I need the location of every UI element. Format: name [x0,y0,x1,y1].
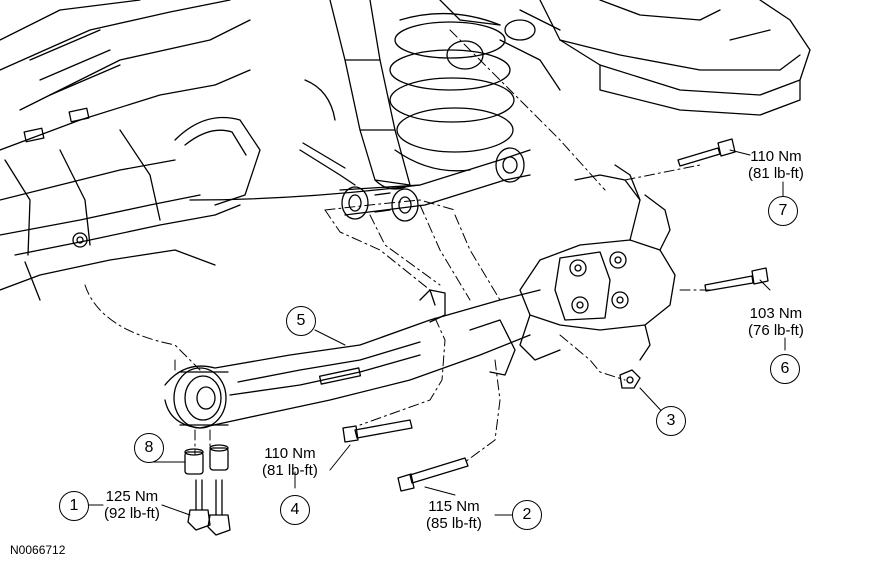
leader-dashed-lines [84,29,711,463]
knuckle-assembly [519,164,676,361]
torque-nm: 125 Nm [105,488,159,505]
callout-6: 6 [770,354,800,384]
bolt-7-icon [677,138,736,167]
torque-label-2: 115 Nm (85 lb-ft) [426,498,482,532]
nut-3-icon [619,369,641,389]
callout-1: 1 [59,491,89,521]
torque-nm: 110 Nm [750,148,802,165]
bolts-1-icon [187,479,231,536]
front-bushing [173,367,229,429]
upper-arm [339,147,531,222]
torque-lbft: (81 lb-ft) [748,165,804,182]
torque-label-7: 110 Nm (81 lb-ft) [748,148,804,182]
lower-control-arm [164,184,541,429]
callout-leaders [87,149,786,516]
torque-label-1: 125 Nm (92 lb-ft) [104,488,160,522]
callout-3: 3 [656,406,686,436]
coil-spring [389,12,536,172]
torque-lbft: (81 lb-ft) [262,462,318,479]
callout-2: 2 [512,500,542,530]
fuel-tank [439,0,811,116]
bolt-4-icon [342,419,413,443]
callout-7: 7 [768,196,798,226]
torque-nm: 110 Nm [264,445,316,462]
callout-4: 4 [280,495,310,525]
torque-label-4: 110 Nm (81 lb-ft) [262,445,318,479]
torque-lbft: (85 lb-ft) [426,515,482,532]
torque-nm: 103 Nm [749,305,803,322]
bolt-6-icon [704,267,769,292]
bolt-2-icon [397,457,469,492]
torque-lbft: (76 lb-ft) [748,322,804,339]
shock-absorber [299,0,411,190]
vehicle-body-panel [0,0,261,301]
bushing-8-icon [184,444,229,475]
torque-label-6: 103 Nm (76 lb-ft) [748,305,804,339]
callout-5: 5 [286,306,316,336]
torque-nm: 115 Nm [428,498,480,515]
torque-lbft: (92 lb-ft) [104,505,160,522]
figure-id: N0066712 [10,543,66,557]
callout-8: 8 [134,433,164,463]
